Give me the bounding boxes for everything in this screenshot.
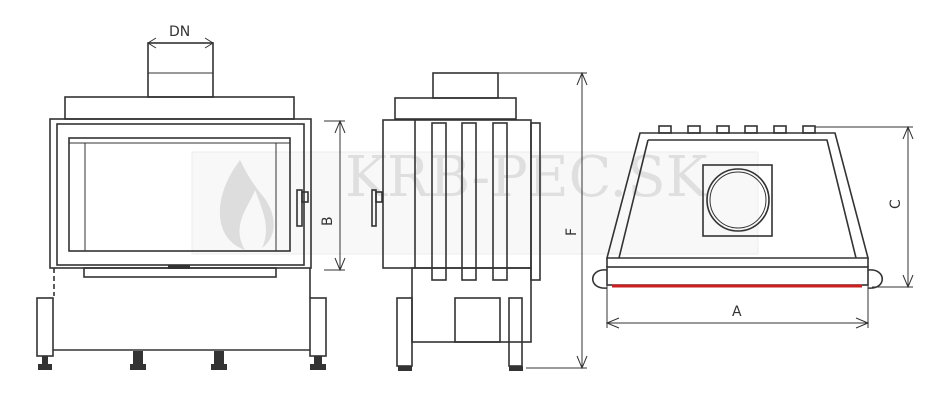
leg-left — [36, 297, 54, 357]
watermark-text: KRB-PEC.SK — [345, 145, 709, 210]
top-view: A C — [591, 125, 914, 329]
door-handle — [296, 189, 303, 227]
watermark: KRB-PEC.SK — [191, 145, 759, 255]
side-view: F — [371, 71, 588, 371]
leg-right — [309, 297, 327, 357]
front-view: DN B — [36, 24, 346, 370]
b-label: B — [320, 216, 336, 226]
dn-label: DN — [169, 24, 190, 40]
a-label: A — [732, 304, 742, 320]
flame-logo-icon — [219, 160, 274, 250]
f-label: F — [564, 228, 580, 236]
c-label: C — [888, 199, 904, 209]
